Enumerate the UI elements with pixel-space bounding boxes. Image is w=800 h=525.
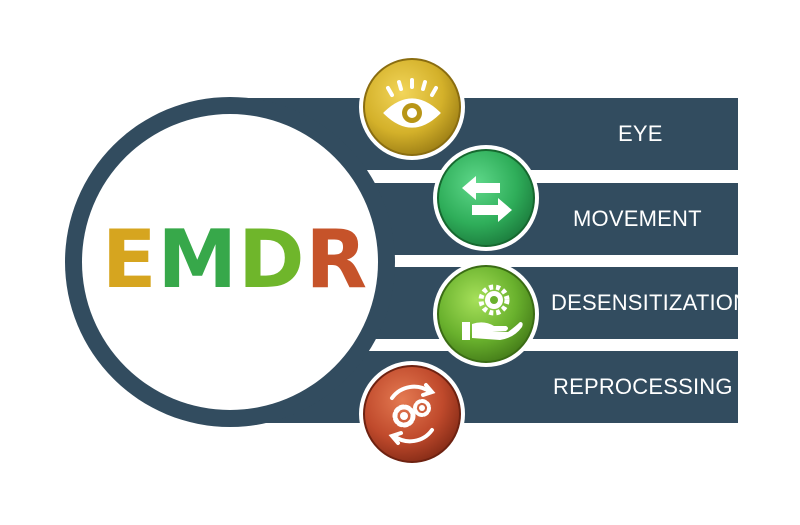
arrows-exchange-icon [462,176,512,222]
step-label-movement: MOVEMENT [573,206,702,231]
gears-cycle-icon [388,383,436,445]
title-letter-m: M [157,213,239,306]
title-letter-r: R [305,213,369,306]
step-label-desensitization: DESENSITIZATION [551,290,750,315]
step-badge-movement [433,145,539,251]
title-letter-d: D [238,213,306,306]
emdr-title: EMDR [90,210,380,310]
step-badge-eye [359,54,465,160]
gear-hand-icon [462,284,523,340]
inner-circle [82,114,378,410]
step-label-reprocessing: REPROCESSING [553,374,733,399]
title-letter-e: E [101,213,158,306]
step-badge-reprocessing [359,361,465,467]
step-badge-desensitization [433,261,539,367]
eye-icon [383,78,441,128]
step-label-eye: EYE [618,121,663,146]
